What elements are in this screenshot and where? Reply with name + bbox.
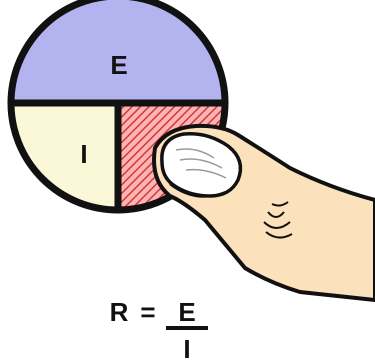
formula-equals: = xyxy=(140,297,155,327)
e-label: E xyxy=(110,50,127,80)
ohms-law-formula: R = E I xyxy=(110,297,208,360)
finger-icon xyxy=(154,126,375,300)
i-label: I xyxy=(80,139,87,169)
formula-lhs: R xyxy=(110,297,129,327)
formula-numerator: E xyxy=(178,297,195,327)
formula-denominator: I xyxy=(183,334,190,360)
